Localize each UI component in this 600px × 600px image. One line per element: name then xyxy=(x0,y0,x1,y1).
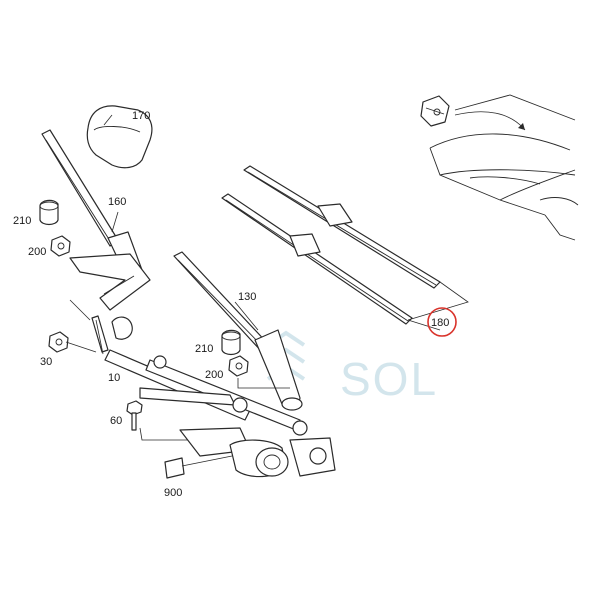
part-210-cap-right: 210 xyxy=(195,329,241,356)
callout-130: 130 xyxy=(238,291,256,303)
part-130-wiper-arm: 130 xyxy=(173,251,303,411)
part-160-wiper-arm: 160 xyxy=(41,129,151,311)
part-30-nut: 30 xyxy=(40,331,97,368)
part-200-nut-right: 200 xyxy=(205,355,290,389)
part-200-nut-left: 200 xyxy=(28,235,71,258)
wiper-clip-icon xyxy=(420,95,450,127)
part-210-cap-left: 210 xyxy=(13,199,59,227)
callout-160: 160 xyxy=(108,196,126,208)
callout-180-highlight xyxy=(427,307,457,337)
callout-200-right: 200 xyxy=(205,369,223,381)
callout-900: 900 xyxy=(164,487,182,499)
callout-210-right: 210 xyxy=(195,343,213,355)
callout-200-left: 200 xyxy=(28,246,46,258)
windshield-illustration xyxy=(420,94,579,241)
callout-210-left: 210 xyxy=(13,215,31,227)
callout-10: 10 xyxy=(108,372,120,384)
part-170-cover-cap: 170 xyxy=(86,105,153,169)
callout-180: 180 xyxy=(431,317,449,329)
part-60-bolt: 60 xyxy=(110,400,200,441)
part-180-wiper-blades: 180 xyxy=(221,165,469,337)
callout-30: 30 xyxy=(40,356,52,368)
watermark: SOL xyxy=(266,330,438,405)
part-900-motor: 900 xyxy=(164,427,336,499)
part-10-linkage-frame: 10 xyxy=(69,299,308,436)
watermark-text: SOL xyxy=(340,353,438,405)
callout-60: 60 xyxy=(110,415,122,427)
callout-170: 170 xyxy=(132,110,150,122)
